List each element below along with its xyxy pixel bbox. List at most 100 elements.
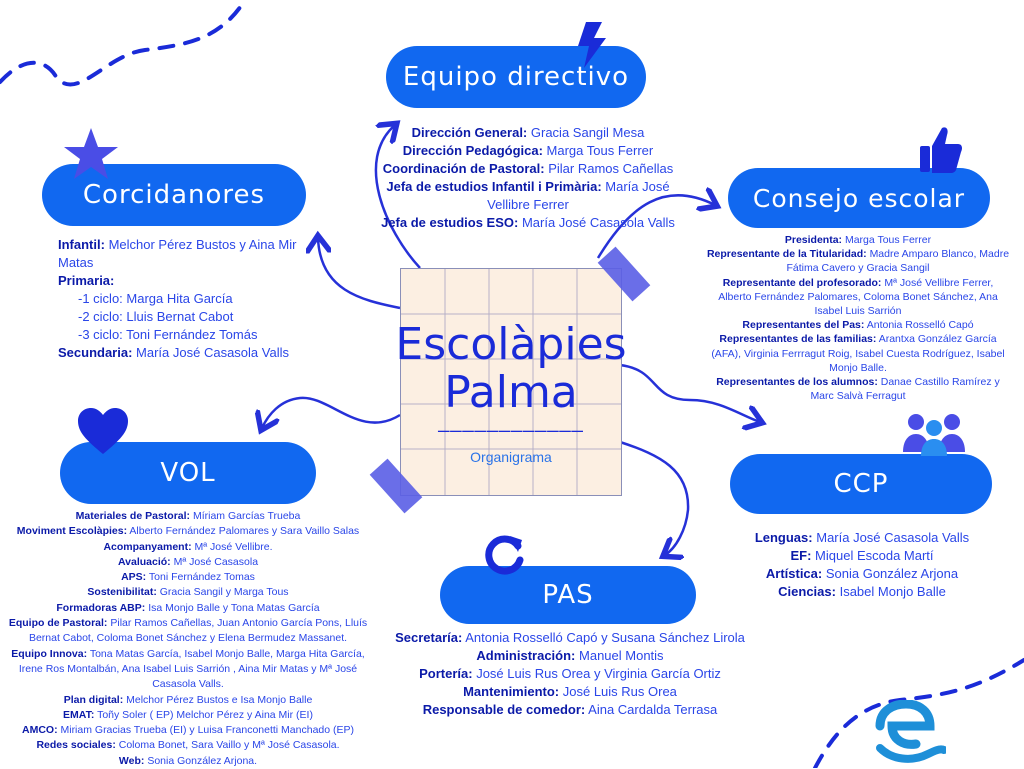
vol-label: Acompanyament: [103, 540, 192, 553]
ccp-label: Ciencias: [778, 584, 836, 599]
arrow-to-consejo [596, 195, 715, 259]
infantil-value: Melchor Pérez Bustos y Aina Mir Matas [58, 237, 297, 270]
pas-list: Secretaría: Antonia Rosselló Capó y Susa… [370, 629, 770, 719]
vol-value: Mª José Vellibre. [194, 540, 273, 553]
consejo-label: Representantes de las familias: [719, 333, 877, 346]
vol-label: Formadoras ABP: [56, 601, 146, 614]
thumbs-up-icon [920, 127, 962, 173]
vol-value: Tona Matas García, Isabel Monjo Balle, M… [18, 647, 365, 691]
ccp-value: María José Casasola Valls [816, 530, 970, 545]
consejo-label: Representante del profesorado: [722, 276, 882, 289]
arrow-to-corcidanores [318, 238, 401, 310]
vol-value: Melchor Pérez Bustos e Isa Monjo Balle [126, 693, 313, 706]
equipo-value: Pilar Ramos Cañellas [548, 161, 674, 176]
center-subtitle: Organigrama [470, 449, 552, 465]
ciclo-item: -1 ciclo: Marga Hita García [78, 291, 233, 306]
center-title-line2: Palma [444, 367, 578, 418]
equipo-value: Marga Tous Ferrer [546, 143, 654, 158]
arrow-to-pas [619, 440, 690, 555]
equipo-label: Jefa de estudios ESO: [381, 215, 519, 230]
vol-value: Sonia González Arjona. [147, 754, 258, 767]
ccp-label: EF: [790, 548, 812, 563]
star-icon [64, 128, 118, 179]
ccp-value: Sonia González Arjona [825, 566, 959, 581]
vol-value: Isa Monjo Balle y Tona Matas García [148, 601, 320, 614]
pas-label: Responsable de comedor: [422, 702, 586, 717]
ccp-title: CCP [730, 454, 992, 514]
vol-label: APS: [121, 571, 147, 584]
ccp-label: Lenguas: [754, 530, 813, 545]
vol-label: Equipo de Pastoral: [8, 617, 108, 630]
infantil-label: Infantil: [58, 237, 105, 252]
vol-label: Plan digital: [63, 693, 124, 706]
center-title-line1: Escolàpies [395, 319, 627, 370]
pas-value: José Luis Rus Orea y Virginia García Ort… [476, 666, 721, 681]
consejo-label: Representante de la Titularidad: [706, 248, 867, 261]
vol-label: Moviment Escolàpies: [16, 525, 128, 538]
consejo-list: Presidenta: Marga Tous Ferrer Representa… [706, 233, 1010, 403]
pas-value: Manuel Montis [579, 648, 664, 663]
pas-value: Aina Cardalda Terrasa [588, 702, 718, 717]
pas-label: Mantenimiento: [463, 684, 560, 699]
vol-value: Coloma Bonet, Sara Vaillo y Mª José Casa… [118, 739, 340, 752]
vol-value: Toñy Soler ( EP) Melchor Pérez y Aina Mi… [97, 708, 313, 721]
arrow-to-vol [262, 396, 401, 428]
vol-label: Materiales de Pastoral: [75, 510, 191, 522]
arrow-to-ccp [619, 363, 760, 422]
vol-value: Mª José Casasola [173, 555, 259, 568]
escolapies-logo [875, 700, 946, 763]
equipo-value: María José Vellibre Ferrer [487, 179, 670, 212]
equipo-label: Jefa de estudios Infantil i Primària: [386, 179, 602, 194]
corcidanores-list: Infantil: Melchor Pérez Bustos y Aina Mi… [58, 236, 308, 362]
people-icon [903, 414, 965, 456]
note-grid [401, 269, 621, 495]
secundaria-value: María José Casasola Valls [136, 345, 289, 360]
consejo-value: Arantxa González García (AFA), Virginia … [711, 333, 1005, 374]
vol-label: Avaluació: [117, 555, 171, 568]
vol-value: Míriam Garcías Trueba [192, 510, 301, 522]
pas-label: Portería: [419, 666, 473, 681]
pas-title: PAS [440, 566, 696, 624]
consejo-value: Danae Castillo Ramírez y Marc Salvà Ferr… [810, 376, 1000, 403]
refresh-icon [485, 535, 524, 575]
vol-label: Redes sociales: [36, 739, 116, 752]
vol-label: Sostenibilitat: [87, 586, 157, 599]
pas-label: Secretaría: [395, 630, 463, 645]
vol-list: Materiales de Pastoral: Míriam Garcías T… [2, 509, 374, 769]
equipo-label: Coordinación de Pastoral: [382, 161, 545, 176]
consejo-value: Mª José Vellibre Ferrer, Alberto Fernánd… [718, 276, 998, 318]
vol-label: Web: [118, 754, 145, 767]
vol-label: Equipo Innova: [11, 647, 88, 660]
consejo-label: Presidenta: [784, 234, 843, 246]
lightning-icon [578, 22, 606, 68]
equipo-label: Dirección General: [411, 125, 528, 140]
vol-label: AMCO: [21, 724, 58, 737]
ciclo-item: -2 ciclo: Lluis Bernat Cabot [78, 309, 234, 324]
vol-label: EMAT: [63, 708, 95, 721]
vol-value: Miriam Gracias Trueba (EI) y Luisa Franc… [60, 724, 355, 737]
center-note: Escolàpies Palma ____________ Organigram… [395, 268, 627, 496]
ccp-value: Miquel Escoda Martí [815, 548, 934, 563]
heart-icon [78, 408, 128, 454]
ccp-label: Artística: [765, 566, 823, 581]
arrow-to-equipo [374, 125, 421, 269]
ccp-list: Lenguas: María José Casasola Valls EF: M… [712, 529, 1012, 601]
consejo-value: Marga Tous Ferrer [844, 234, 932, 246]
consejo-label: Representantes del Pas: [742, 319, 865, 332]
equipo-directivo-title: Equipo directivo [386, 46, 646, 108]
equipo-label: Dirección Pedagógica: [402, 143, 543, 158]
secundaria-label: Secundaria: [58, 345, 133, 360]
center-dashes: ____________ [438, 411, 584, 433]
vol-value: Pilar Ramos Cañellas, Juan Antonio Garcí… [28, 617, 368, 645]
equipo-value: María José Casasola Valls [521, 215, 675, 230]
corcidanores-title: Corcidanores [42, 164, 306, 226]
pas-label: Administración: [476, 648, 576, 663]
equipo-directivo-list: Dirección General: Gracia Sangil Mesa Di… [368, 124, 688, 232]
vol-value: Toni Fernández Tomas [148, 571, 255, 584]
pas-value: José Luis Rus Orea [562, 684, 677, 699]
equipo-value: Gracia Sangil Mesa [530, 125, 645, 140]
consejo-label: Representantes de los alumnos: [716, 376, 878, 389]
consejo-escolar-title: Consejo escolar [728, 168, 990, 228]
vol-value: Alberto Fernández Palomares y Sara Vaill… [129, 525, 360, 538]
dashed-swirl-top-left [0, 0, 247, 87]
